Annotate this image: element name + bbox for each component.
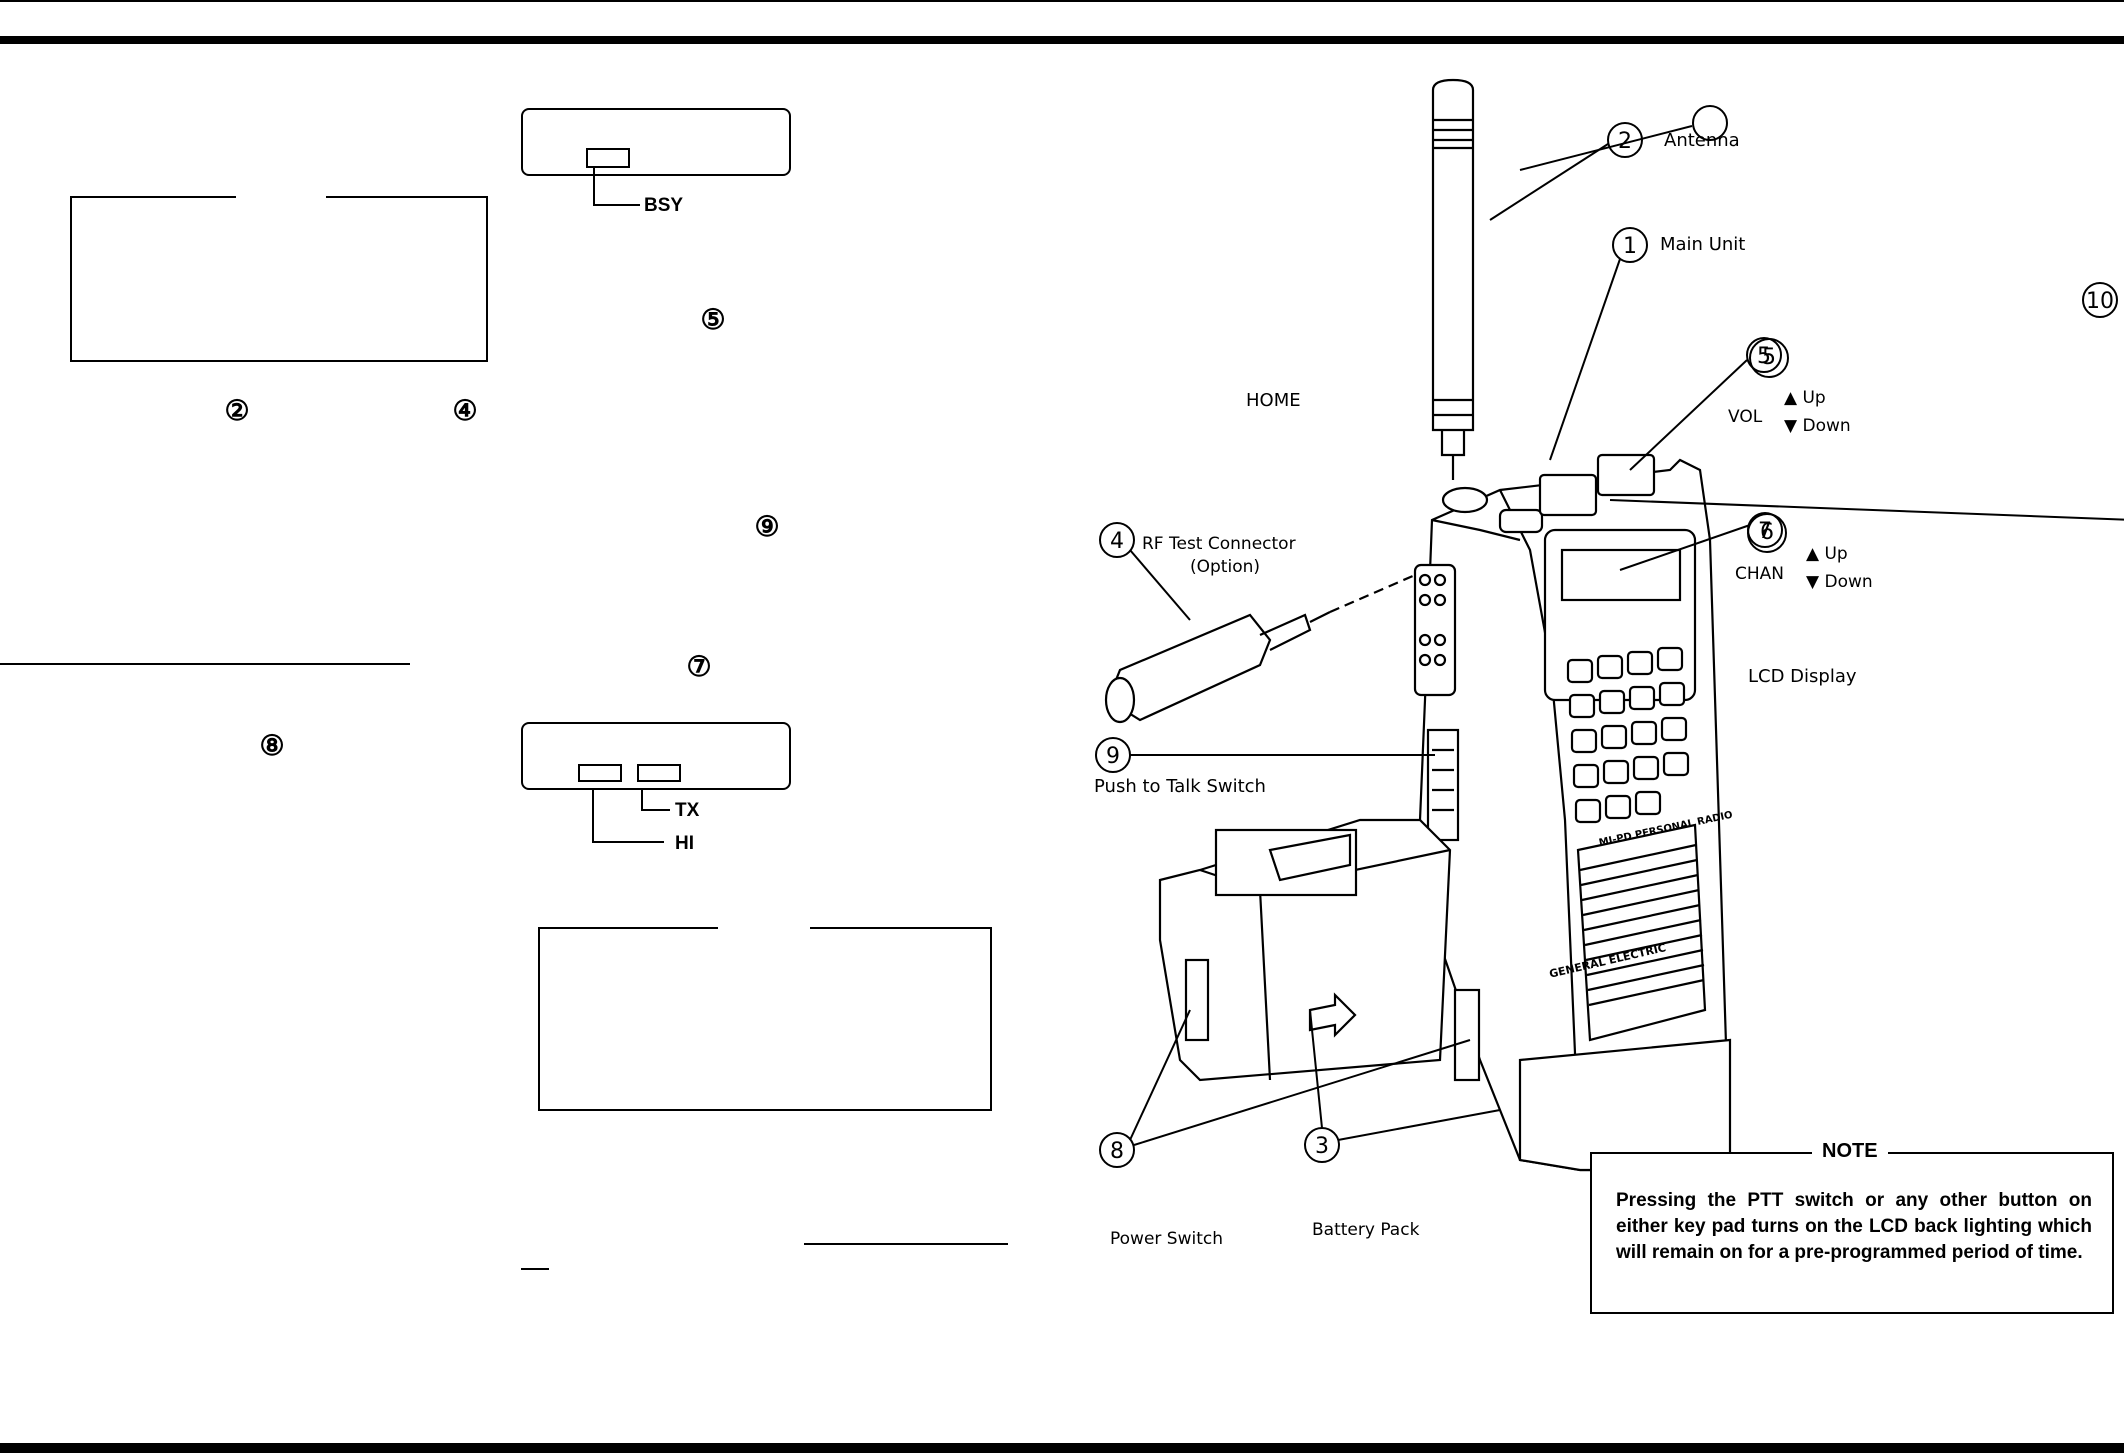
hi-indicator-label: HI xyxy=(675,833,694,854)
lcd-display-illustration-bottom xyxy=(521,722,791,790)
callout-main-unit-label: Main Unit xyxy=(1660,234,1746,255)
bottom-rule xyxy=(0,1443,2124,1453)
lcd-display-illustration-top xyxy=(521,108,791,176)
callout-9-mid: ⑨ xyxy=(754,511,780,542)
caution-box-middle xyxy=(538,925,992,1111)
chan-up-label: ▲ Up xyxy=(1806,544,1848,564)
svg-text:8: 8 xyxy=(1110,1139,1124,1164)
underline-mid-left xyxy=(521,1268,549,1270)
vol-down-label: ▼ Down xyxy=(1784,416,1851,436)
caution-box-left xyxy=(70,194,488,362)
section-divider-left xyxy=(0,663,410,665)
note-title: NOTE xyxy=(1812,1140,1888,1163)
bsy-indicator-label: BSY xyxy=(644,195,684,216)
note-body: Pressing the PTT switch or any other but… xyxy=(1616,1190,2092,1263)
svg-text:1: 1 xyxy=(1623,234,1637,259)
top-rule xyxy=(0,36,2124,44)
chan-label: CHAN xyxy=(1735,564,1784,584)
radio-diagram: 21 57 49 83 610 xyxy=(1095,78,2124,1172)
svg-text:10: 10 xyxy=(2086,289,2114,314)
svg-text:2: 2 xyxy=(1618,129,1632,154)
vol-label: VOL xyxy=(1728,407,1763,427)
callout-7-mid: ⑦ xyxy=(686,651,712,682)
callout-antenna-label: Antenna xyxy=(1664,130,1740,151)
underline-mid-right xyxy=(804,1243,1008,1245)
callout-rf-sub-label: (Option) xyxy=(1190,557,1261,577)
note-box: NOTE Pressing the PTT switch or any othe… xyxy=(1590,1140,2114,1314)
callout-5-circle: 5 xyxy=(1749,338,1789,378)
vol-up-label: ▲ Up xyxy=(1784,388,1826,408)
svg-text:4: 4 xyxy=(1110,529,1124,554)
callout-power-switch-label: Power Switch xyxy=(1110,1229,1224,1249)
callout-5-mid: ⑤ xyxy=(700,304,726,335)
chan-down-label: ▼ Down xyxy=(1806,572,1873,592)
svg-text:9: 9 xyxy=(1106,744,1120,769)
top-thin-rule xyxy=(0,0,2124,2)
callout-battery-label: Battery Pack xyxy=(1312,1220,1420,1240)
tx-indicator-label: TX xyxy=(675,800,700,821)
svg-text:3: 3 xyxy=(1315,1134,1329,1159)
callout-home-label: HOME xyxy=(1246,390,1301,411)
callout-6-circle: 6 xyxy=(1747,513,1787,553)
callout-lcd-label: LCD Display xyxy=(1748,666,1857,687)
callout-8-left: ⑧ xyxy=(259,730,285,761)
callout-2-left: ② xyxy=(224,395,250,426)
callout-ptt-label: Push to Talk Switch xyxy=(1094,776,1266,797)
callout-4-left: ④ xyxy=(452,395,478,426)
callout-rf-label: RF Test Connector xyxy=(1142,534,1296,554)
